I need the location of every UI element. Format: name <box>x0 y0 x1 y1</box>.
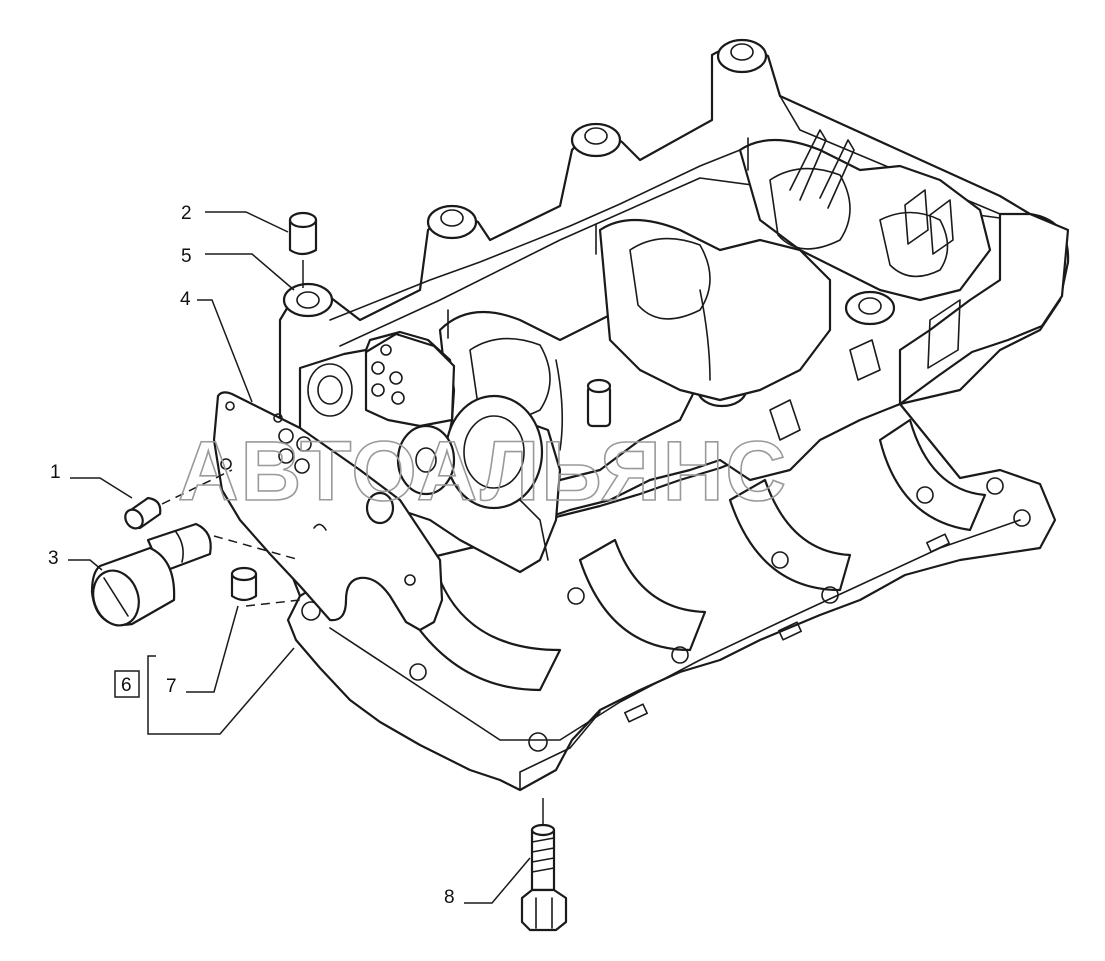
leader-lines <box>68 211 531 904</box>
plug-3 <box>90 522 301 627</box>
callout-6: 6 <box>121 675 132 696</box>
watermark-text: АВТОАЛЬЯНС <box>178 424 788 518</box>
front-face <box>298 330 562 574</box>
callout-2: 2 <box>181 203 192 224</box>
bolt-8 <box>520 798 568 932</box>
dowel-sleeve-2 <box>288 211 318 288</box>
callout-7: 7 <box>166 676 177 697</box>
cover-plate <box>212 391 444 632</box>
callout-1: 1 <box>50 462 61 483</box>
bushing-7 <box>230 566 301 607</box>
callout-6-box <box>114 670 140 698</box>
callout-8: 8 <box>444 887 455 908</box>
callout-labels: 1 2 3 4 5 6 7 8 <box>48 203 455 908</box>
pin-1 <box>124 469 233 530</box>
callout-5: 5 <box>181 246 192 267</box>
callout-4: 4 <box>180 289 191 310</box>
callout-3: 3 <box>48 548 59 569</box>
